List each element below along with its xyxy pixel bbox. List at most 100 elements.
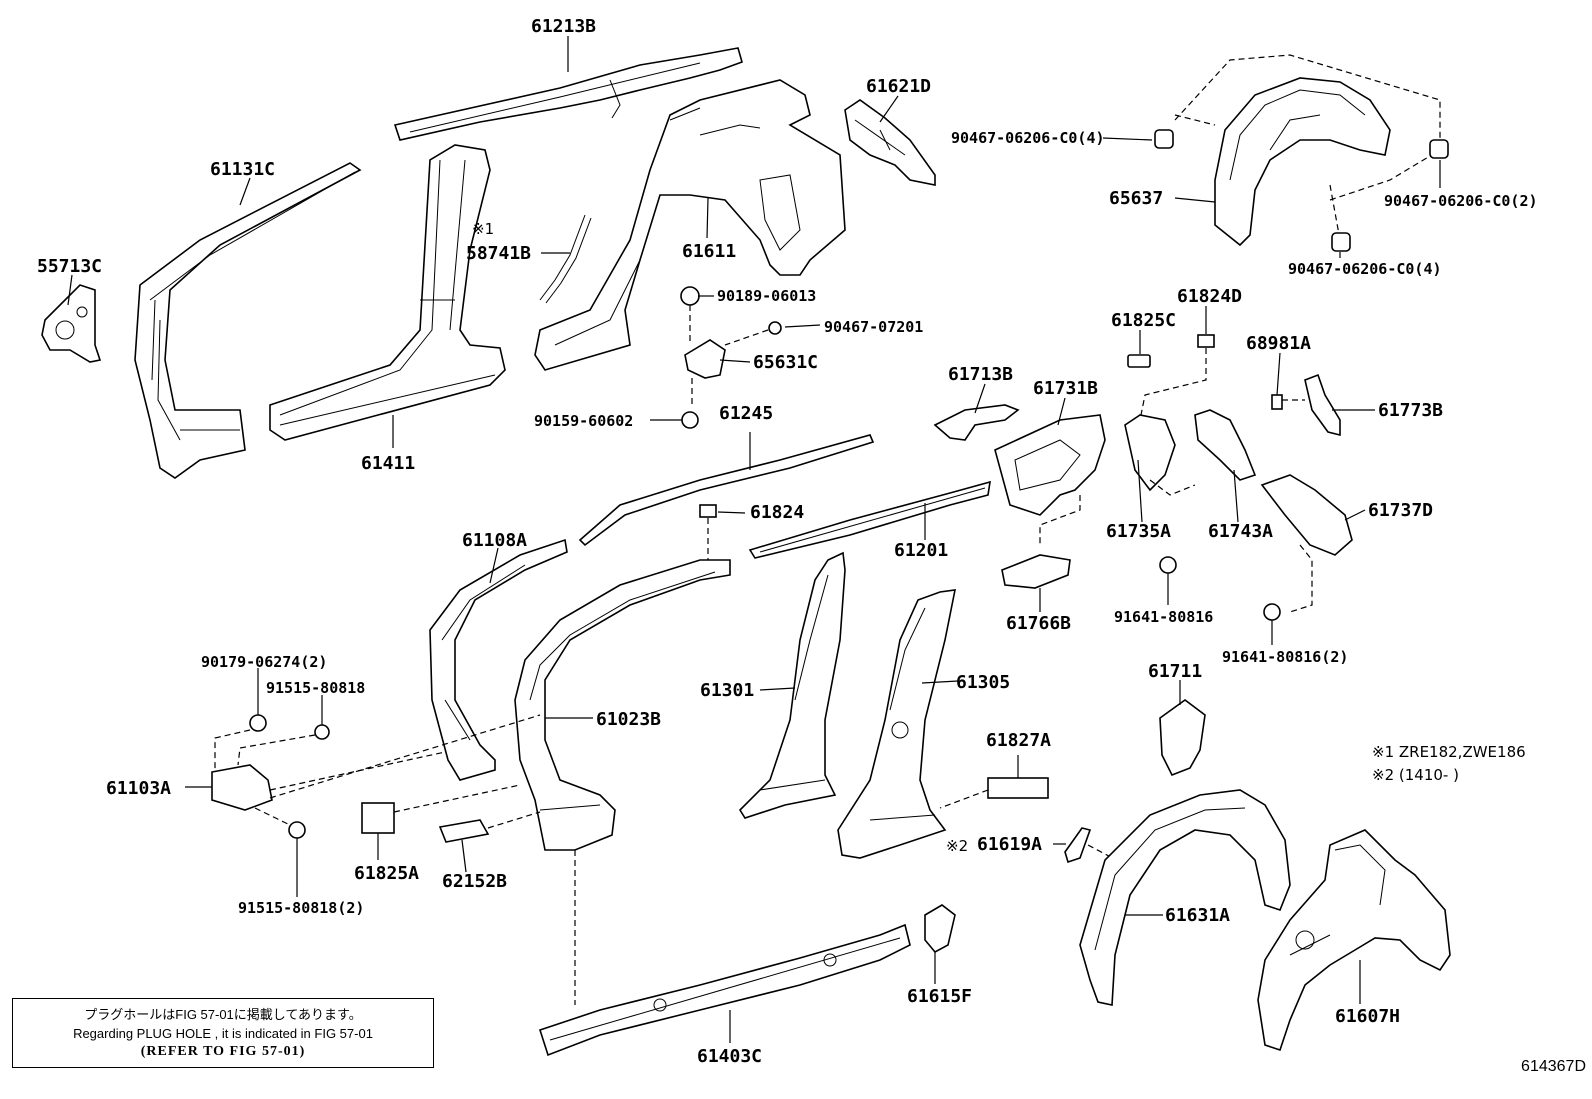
label-61411: 61411 — [361, 453, 415, 474]
label-65637: 65637 — [1109, 188, 1163, 209]
part-58741b-seal — [539, 214, 586, 301]
label-61023b: 61023B — [596, 709, 661, 730]
part-61301-center-pillar — [738, 551, 846, 819]
part-61825c-plate — [1127, 354, 1151, 368]
part-61827a-pad — [987, 777, 1049, 799]
part-61403c-rocker-inner — [538, 923, 911, 1057]
part-61108a-pillar — [429, 538, 568, 781]
label-90159-60602: 90159-60602 — [534, 412, 633, 430]
label-61743a: 61743A — [1208, 521, 1273, 542]
bolt-91515-80818 — [314, 724, 330, 740]
label-90467-07201: 90467-07201 — [824, 318, 923, 336]
part-61213b-roof-side-rail — [393, 47, 743, 141]
part-61824-plate — [699, 504, 717, 518]
part-61611-quarter-panel — [534, 79, 846, 371]
part-61615f-bracket — [924, 904, 956, 954]
label-61773b: 61773B — [1378, 400, 1443, 421]
label-61615f: 61615F — [907, 986, 972, 1007]
note-2: ※2 (1410- ) — [1372, 766, 1459, 784]
label-68981a: 68981A — [1246, 333, 1311, 354]
part-61743a-panel — [1194, 409, 1257, 481]
label-61611: 61611 — [682, 241, 736, 262]
part-61411-body-side-outer — [269, 144, 506, 441]
label-61621d: 61621D — [866, 76, 931, 97]
label-61619a: 61619A — [977, 834, 1042, 855]
part-61713b-bracket — [933, 404, 1020, 441]
bolt-90159-60602 — [681, 411, 699, 429]
label-61713b: 61713B — [948, 364, 1013, 385]
label-61731b: 61731B — [1033, 378, 1098, 399]
label-65631c: 65631C — [753, 352, 818, 373]
label-61245: 61245 — [719, 403, 773, 424]
label-90189-06013: 90189-06013 — [717, 287, 816, 305]
label-61131c: 61131C — [210, 159, 275, 180]
label-61766b: 61766B — [1006, 613, 1071, 634]
label-61301: 61301 — [700, 680, 754, 701]
label-61631a: 61631A — [1165, 905, 1230, 926]
label-61108a: 61108A — [462, 530, 527, 551]
reference-line-en: Regarding PLUG HOLE , it is indicated in… — [73, 1026, 373, 1041]
part-65631c-bracket — [684, 339, 726, 379]
part-61737d-panel — [1260, 474, 1353, 556]
mark-note-2: ※2 — [946, 837, 968, 855]
part-62152b-pad — [438, 819, 490, 843]
label-61711: 61711 — [1148, 661, 1202, 682]
part-61766b-bracket — [1001, 554, 1071, 589]
part-61023b-pillar-reinf — [514, 559, 731, 851]
part-65637-fender-liner — [1214, 77, 1391, 247]
label-91641-80816-2: 91641-80816(2) — [1222, 648, 1348, 666]
label-90467-06206-c0-4b: 90467-06206-C0(4) — [1288, 260, 1442, 278]
label-61103a: 61103A — [106, 778, 171, 799]
mark-note-1: ※1 — [472, 220, 494, 238]
label-91515-80818-2: 91515-80818(2) — [238, 899, 364, 917]
bolt-91641-80816-b — [1263, 603, 1281, 621]
part-61825a-pad — [361, 802, 395, 834]
bolt-91641-80816-a — [1159, 556, 1177, 574]
part-61607h-wheelhouse — [1257, 829, 1451, 1052]
label-61827a: 61827A — [986, 730, 1051, 751]
label-90467-06206-c0-4a: 90467-06206-C0(4) — [951, 129, 1105, 147]
nut-90179-06274 — [249, 714, 267, 732]
label-61735a: 61735A — [1106, 521, 1171, 542]
part-61631a-wheelhouse — [1079, 789, 1291, 1006]
label-61825c: 61825C — [1111, 310, 1176, 331]
part-61619a-plate — [1064, 827, 1092, 864]
part-61621d-panel — [844, 99, 936, 186]
label-61607h: 61607H — [1335, 1006, 1400, 1027]
reference-line-refer: (REFER TO FIG 57-01) — [140, 1044, 306, 1059]
part-61201-roof-rail-inner — [748, 480, 991, 559]
part-61773b-bracket — [1304, 373, 1341, 437]
part-61824d-plate — [1197, 334, 1215, 348]
part-61731b-panel — [994, 414, 1106, 516]
label-58741b: 58741B — [466, 243, 531, 264]
bolt-90467-07201 — [768, 321, 782, 335]
leader-lines — [67, 36, 1441, 1043]
label-61825a: 61825A — [354, 863, 419, 884]
clip-90467-a — [1154, 129, 1174, 149]
part-labels: 61213B 61621D 61131C 55713C 58741B 61611… — [37, 16, 1538, 1067]
clip-90467-b — [1429, 139, 1449, 159]
clip-68981a — [1271, 394, 1283, 410]
label-61201: 61201 — [894, 540, 948, 561]
part-61735a-panel — [1124, 414, 1176, 492]
label-55713c: 55713C — [37, 256, 102, 277]
label-61403c: 61403C — [697, 1046, 762, 1067]
clip-90467-c — [1331, 232, 1351, 252]
label-61824d: 61824D — [1177, 286, 1242, 307]
label-61213b: 61213B — [531, 16, 596, 37]
part-61305-center-pillar-inner — [837, 589, 957, 859]
reference-line-jp: プラグホールはFIG 57-01に掲載してあります。 — [84, 1007, 362, 1022]
part-61131c-front-pillar-outer — [134, 162, 362, 479]
label-61737d: 61737D — [1368, 500, 1433, 521]
label-91641-80816: 91641-80816 — [1114, 608, 1213, 626]
label-90467-06206-c0-2: 90467-06206-C0(2) — [1384, 192, 1538, 210]
clip-90189-06013 — [680, 286, 700, 306]
label-90179-06274: 90179-06274(2) — [201, 653, 327, 671]
label-91515-80818: 91515-80818 — [266, 679, 365, 697]
note-1: ※1 ZRE182,ZWE186 — [1372, 743, 1526, 761]
part-61103a-bracket — [211, 764, 273, 811]
part-61245-rail — [578, 434, 875, 547]
figure-code: 614367D — [1521, 1058, 1586, 1075]
label-61305: 61305 — [956, 672, 1010, 693]
